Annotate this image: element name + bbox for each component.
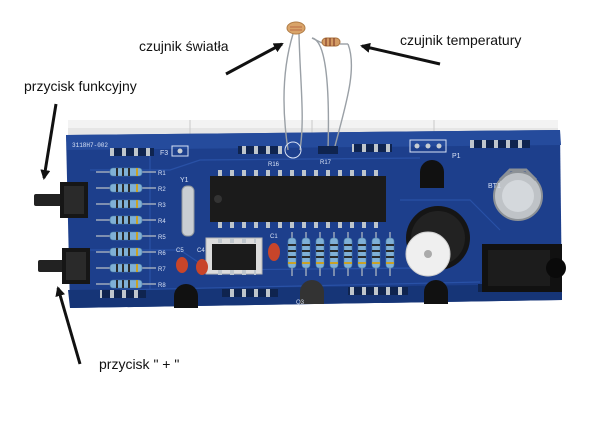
vertical-resistor bbox=[357, 232, 367, 276]
resistor-bank bbox=[287, 232, 395, 276]
crystal bbox=[181, 185, 195, 237]
resistor-r3: R3 bbox=[96, 199, 166, 209]
vertical-resistor bbox=[343, 232, 353, 276]
sensor-label-r17: R17 bbox=[320, 160, 332, 166]
resistor-r6: R6 bbox=[96, 247, 166, 257]
plus-button-part bbox=[38, 248, 90, 284]
capacitor-label-c4: C4 bbox=[197, 248, 205, 254]
annotation-arrows bbox=[40, 42, 441, 365]
resistor-label: R1 bbox=[158, 171, 166, 177]
resistor-r2: R2 bbox=[96, 183, 166, 193]
capacitor-label-c1: C1 bbox=[270, 234, 278, 240]
resistor-label: R2 bbox=[158, 187, 166, 193]
vertical-resistor bbox=[329, 232, 339, 276]
resistor-label: R5 bbox=[158, 235, 166, 241]
vertical-resistor bbox=[287, 232, 297, 276]
vertical-resistor bbox=[315, 232, 325, 276]
capacitors bbox=[176, 243, 280, 275]
battery-label: BT1 bbox=[488, 183, 501, 190]
battery-holder bbox=[493, 168, 543, 221]
transistor-label: Q3 bbox=[296, 300, 305, 306]
small-chip bbox=[205, 237, 263, 275]
function-button-part bbox=[34, 182, 88, 218]
connector-label-p1: P1 bbox=[452, 153, 461, 160]
arrow-light-sensor bbox=[225, 42, 284, 76]
resistor-label: R8 bbox=[158, 283, 166, 289]
resistor-r4: R4 bbox=[96, 215, 166, 225]
microcontroller-chip bbox=[210, 170, 386, 228]
temperature-sensor bbox=[311, 37, 353, 154]
vertical-resistor bbox=[371, 232, 381, 276]
resistor-r5: R5 bbox=[96, 231, 166, 241]
capacitor-label-c5: C5 bbox=[176, 248, 184, 254]
arrow-temperature-sensor bbox=[360, 42, 441, 66]
resistor-label: R6 bbox=[158, 251, 166, 257]
arrow-function-button bbox=[40, 103, 58, 180]
label-light-sensor: czujnik światła bbox=[139, 38, 229, 54]
resistor-r1: R1 bbox=[96, 167, 166, 177]
resistor-r8: R8 bbox=[96, 279, 166, 289]
crystal-label: Y1 bbox=[180, 177, 189, 184]
top-headers bbox=[110, 139, 530, 157]
piezo-sounder bbox=[405, 231, 451, 277]
connector-label-f3: F3 bbox=[160, 150, 168, 157]
resistor-r7: R7 bbox=[96, 263, 166, 273]
resistor-label: R3 bbox=[158, 203, 166, 209]
arrow-plus-button bbox=[55, 286, 82, 365]
label-temperature-sensor: czujnik temperatury bbox=[400, 32, 522, 48]
label-plus-button: przycisk " + " bbox=[99, 356, 180, 372]
vertical-resistor bbox=[301, 232, 311, 276]
vertical-resistor bbox=[385, 232, 395, 276]
light-sensor bbox=[283, 21, 306, 159]
transistors bbox=[174, 160, 448, 308]
label-function-button: przycisk funkcyjny bbox=[24, 78, 137, 94]
resistor-label: R4 bbox=[158, 219, 166, 225]
sensor-label-r16: R16 bbox=[268, 162, 280, 168]
board-id: 3118H7-002 bbox=[72, 142, 108, 149]
dc-power-jack bbox=[482, 244, 566, 292]
resistor-label: R7 bbox=[158, 267, 166, 273]
